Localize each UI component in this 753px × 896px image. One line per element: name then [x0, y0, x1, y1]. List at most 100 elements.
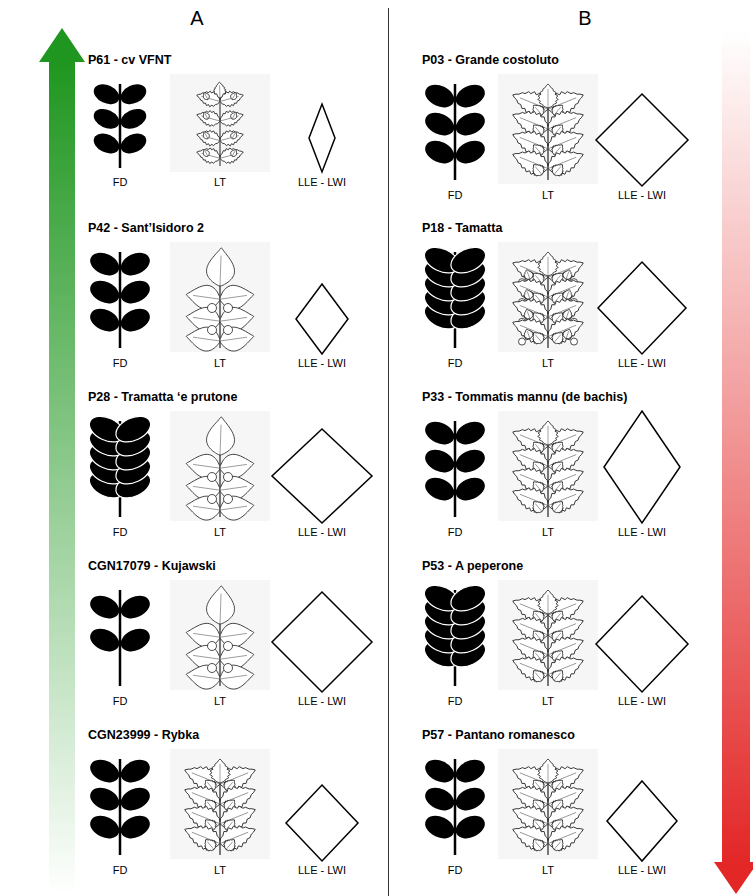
leaflet-midrib [527, 331, 530, 339]
leaflet-outline [218, 127, 245, 148]
fd-leaflet [452, 755, 488, 786]
green-arrow-shaft [49, 60, 75, 896]
leaflet [201, 111, 210, 121]
fd-leaflet [452, 473, 488, 504]
leaflet-midrib [548, 89, 549, 108]
trait-label: FD [448, 189, 463, 202]
fd-leaflet [422, 445, 458, 476]
leaflet-midrib [193, 506, 220, 510]
fd-leaflet [117, 80, 149, 108]
fd-icon [87, 755, 154, 855]
trait-label: LT [214, 357, 226, 370]
trait-label: FD [113, 864, 128, 877]
fd-leaflet [447, 242, 490, 278]
small-leaflet [224, 473, 233, 482]
column-letter: B [578, 7, 591, 30]
leaflet [544, 650, 588, 686]
leaflet-outline [538, 84, 559, 108]
leaflet [195, 127, 222, 148]
leaflet-midrib [554, 673, 561, 681]
leaflet [508, 650, 552, 686]
trait-label: FD [448, 695, 463, 708]
lt-illustration [498, 749, 598, 859]
fd-icon [87, 248, 154, 348]
leaflet [529, 835, 547, 853]
trait-label: LT [214, 695, 226, 708]
lt-illustration [170, 74, 270, 172]
leaflet [538, 84, 559, 108]
leaflet [218, 127, 245, 148]
small-leaflet [208, 304, 217, 313]
small-leaflet [208, 326, 217, 335]
lt-background [498, 242, 598, 352]
fd-leaflet [452, 783, 488, 814]
lt-background [170, 74, 270, 172]
fd-leaflet [422, 80, 458, 111]
leaflet-outline [544, 481, 588, 517]
leaflet-midrib [220, 506, 247, 510]
leaflet [538, 421, 559, 445]
leaflet [529, 666, 547, 684]
fd-leaflet [91, 130, 123, 158]
leaflet-outline [529, 666, 547, 684]
leaflet-outline [544, 650, 588, 686]
leaflet [218, 324, 255, 352]
fd-leaflet [112, 411, 155, 447]
leaflet-outline [508, 144, 552, 180]
leaflet-midrib [220, 486, 247, 490]
leaflet-outline [218, 324, 255, 352]
fd-icon [422, 755, 489, 855]
fd-icon [87, 590, 154, 686]
leaflet-midrib [220, 317, 247, 321]
fd-leaflet [452, 136, 488, 167]
leaflet [229, 148, 238, 158]
trait-label: FD [448, 526, 463, 539]
fd-icon [91, 80, 150, 168]
leaflet-midrib [207, 842, 214, 850]
leaf-shape-diamond [604, 411, 680, 523]
trait-label: LLE - LWI [298, 357, 346, 370]
lt-illustration [170, 749, 270, 859]
lt-background [498, 749, 598, 859]
trait-label: LT [542, 864, 554, 877]
leaflet-midrib [535, 842, 542, 850]
leaflet-outline [216, 819, 260, 855]
fd-leaflet [91, 105, 123, 133]
fd-leaflet [117, 783, 153, 814]
fd-leaflet [87, 248, 123, 279]
leaflet-midrib [566, 311, 569, 319]
small-leaflet [224, 664, 233, 673]
fd-leaflet [452, 445, 488, 476]
leaf-shape-diamond [286, 785, 358, 861]
leaflet-outline [206, 248, 235, 287]
fd-leaflet [117, 304, 153, 335]
leaflet-outline [529, 835, 547, 853]
leaflet-midrib [220, 425, 221, 455]
leaflet-midrib [220, 633, 247, 637]
leaflet-midrib [193, 295, 220, 299]
fd-leaflet [117, 591, 153, 622]
fd-icon [422, 80, 489, 180]
leaflet [218, 662, 255, 690]
lt-illustration [170, 580, 270, 691]
accession-name: P61 - cv VFNT [88, 53, 171, 67]
leaflet-outline [549, 497, 567, 515]
lt-background [170, 580, 270, 690]
lt-background [170, 242, 270, 352]
leaflet-midrib [566, 291, 569, 299]
leaflet-midrib [226, 842, 233, 850]
trait-label: FD [113, 695, 128, 708]
leaflet [185, 493, 222, 521]
leaflet-outline [218, 88, 245, 109]
lt-illustration [498, 242, 598, 352]
leaflet-outline [210, 759, 231, 783]
fd-leaflet [422, 473, 458, 504]
leaflet [185, 662, 222, 690]
leaflet [508, 481, 552, 517]
lt-illustration [170, 242, 270, 353]
leaflet-midrib [219, 85, 220, 98]
leaflet [538, 252, 559, 276]
trait-label: LT [542, 189, 554, 202]
leaflet [508, 144, 552, 180]
fd-leaflet [87, 304, 123, 335]
